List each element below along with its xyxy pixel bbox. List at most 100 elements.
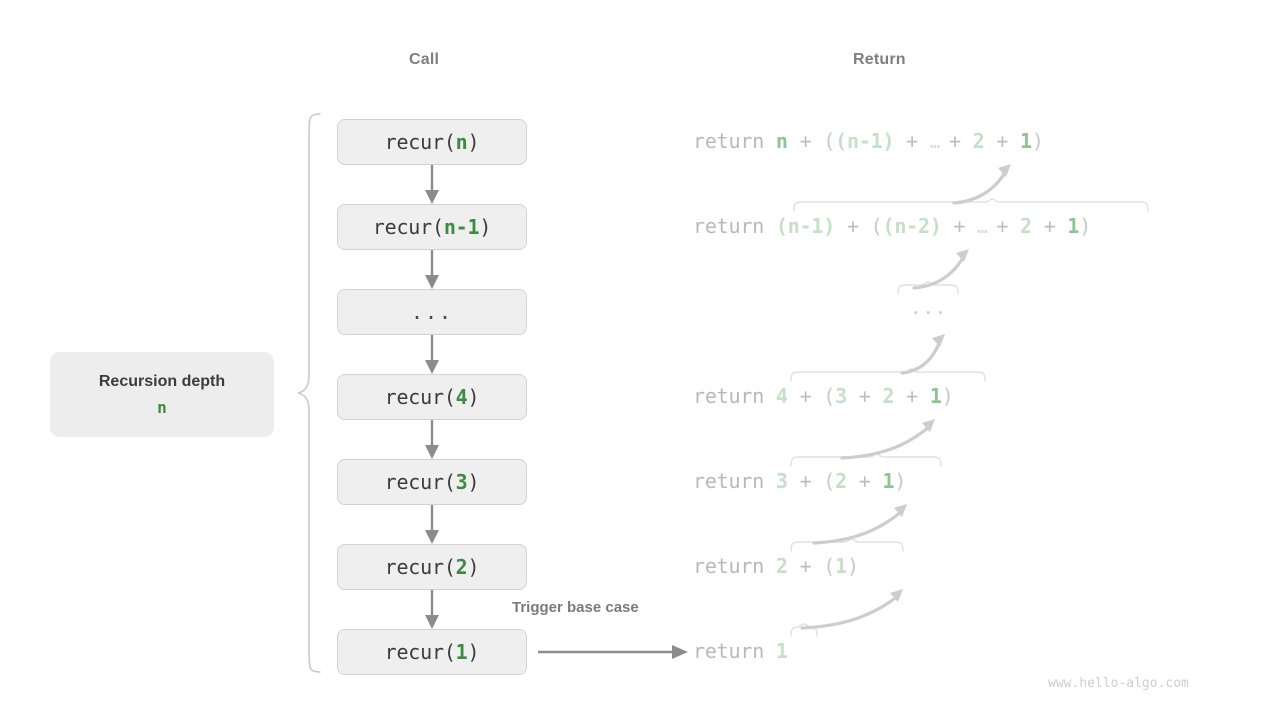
call-box-4[interactable]: recur(4) [337,374,527,420]
return-token: return [693,469,776,493]
return-token: n [775,129,788,153]
call-box-argument: n [455,130,468,154]
return-brace-2-icon [790,538,904,552]
return-token: ( [823,129,836,153]
call-box-argument: n-1 [443,215,480,239]
return-token: … [929,133,940,153]
call-box-1[interactable]: recur(1) [337,629,527,675]
call-arrow-3-icon [425,335,439,374]
return-token: 2 [835,469,847,493]
return-token: + [787,469,824,493]
return-token: + [941,214,978,238]
call-arrow-1-icon [425,165,439,204]
call-box-ellipsis[interactable]: ... [337,289,527,335]
call-box-text: recur(3) [384,470,480,494]
return-token: ) [846,554,859,578]
return-token: 1 [1020,129,1032,153]
return-token: 3 [835,384,847,408]
return-token: + [937,129,973,153]
return-line-n: return n + ((n-1) + … + 2 + 1) [693,131,1044,152]
call-box-n-1[interactable]: recur(n-1) [337,204,527,250]
return-token: ( [823,384,836,408]
return-line-n-1: return (n-1) + ((n-2) + … + 2 + 1) [693,216,1091,237]
return-ellipsis: ... [910,297,948,319]
return-token: + [787,554,824,578]
return-token: ) [1079,214,1092,238]
trigger-base-case-arrow-icon [538,645,688,659]
call-box-n[interactable]: recur(n) [337,119,527,165]
trigger-base-case-label: Trigger base case [512,599,639,616]
return-brace-4-icon [790,368,986,382]
return-brace-dots-icon [897,281,959,295]
return-curve-4-icon [840,419,935,460]
return-token: ) [1031,129,1044,153]
recursion-depth-label: Recursion depth n [50,352,274,437]
return-token: (n-1) [775,214,836,238]
return-curve-3-icon [900,334,945,375]
return-token: + [846,384,883,408]
return-token: + [894,129,930,153]
return-token: 1 [929,384,942,408]
return-curve-2-icon [912,249,969,290]
return-token: 1 [775,639,788,663]
return-token: return [693,214,776,238]
return-token: ( [870,214,883,238]
return-token: (n-1) [835,129,895,153]
return-token: (n-2) [882,214,942,238]
return-token: ( [823,554,836,578]
return-token: 1 [882,469,895,493]
return-curve-5-icon [812,504,907,545]
return-token: 4 [775,384,788,408]
return-token: 2 [775,554,788,578]
return-line-1: return 1 [693,641,788,661]
call-box-argument: 1 [455,640,468,664]
return-brace-n-1-icon [793,198,1149,212]
call-box-3[interactable]: recur(3) [337,459,527,505]
call-box-text: recur(4) [384,385,480,409]
return-token: 2 [882,384,895,408]
call-box-text: recur(n) [384,130,480,154]
return-line-2: return 2 + (1) [693,556,859,576]
column-header-return: Return [853,51,906,68]
recursion-depth-value: n [157,397,167,417]
return-token: ( [823,469,836,493]
return-token: 1 [1067,214,1080,238]
return-token: … [977,218,987,238]
recursion-depth-title: Recursion depth [98,372,226,390]
return-brace-1-icon [790,623,818,637]
call-box-2[interactable]: recur(2) [337,544,527,590]
call-box-text: recur(n-1) [372,215,492,239]
return-brace-3-icon [790,453,942,467]
column-header-call: Call [409,51,440,68]
call-box-argument: 4 [455,385,468,409]
return-token: return [693,384,776,408]
watermark: www.hello-algo.com [1048,676,1189,691]
return-line-4: return 4 + (3 + 2 + 1) [693,386,954,406]
return-token: + [894,384,930,408]
return-token: + [984,129,1021,153]
return-token: + [984,214,1021,238]
return-token: + [835,214,871,238]
return-token: return [693,129,776,153]
call-arrow-4-icon [425,420,439,459]
call-box-argument: 3 [455,470,468,494]
return-token: 2 [1020,214,1032,238]
call-box-argument: 2 [455,555,468,579]
call-box-text: recur(1) [384,640,480,664]
call-arrow-6-icon [425,590,439,629]
return-token: + [787,129,824,153]
return-token: + [846,469,883,493]
return-token: ) [941,384,954,408]
return-token: ) [894,469,907,493]
return-token: return [693,639,776,663]
call-box-ellipsis-text: ... [410,300,454,324]
return-token: + [1031,214,1068,238]
call-box-text: recur(2) [384,555,480,579]
recursion-depth-brace-icon [297,113,321,673]
call-arrow-5-icon [425,505,439,544]
return-line-3: return 3 + (2 + 1) [693,471,906,491]
return-token: 3 [775,469,788,493]
call-arrow-2-icon [425,250,439,289]
return-token: + [787,384,824,408]
return-token: 2 [972,129,985,153]
